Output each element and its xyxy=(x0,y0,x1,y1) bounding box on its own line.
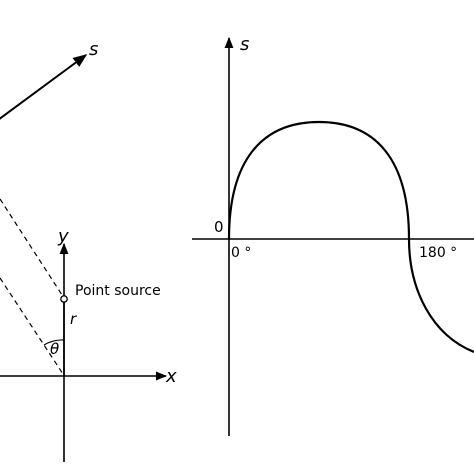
s-direction-arrow xyxy=(0,54,88,120)
theta-arc xyxy=(43,339,65,346)
point-source-label: Point source xyxy=(75,283,161,299)
y-axis-label: y xyxy=(57,226,69,247)
sinogram-curve xyxy=(227,120,474,354)
plot-origin-label: 0 xyxy=(214,218,224,236)
dashed-line-upper xyxy=(0,198,65,299)
right-plot: s 0 0 ° 180 ° xyxy=(192,34,474,436)
s-direction-label: s xyxy=(89,39,98,60)
x-axis-label: x xyxy=(165,366,177,387)
point-source-marker xyxy=(60,295,68,303)
theta-label: θ xyxy=(50,340,59,358)
r-label: r xyxy=(70,310,77,328)
tick-label-0: 0 ° xyxy=(231,245,251,261)
dashed-line-lower xyxy=(0,277,64,375)
plot-s-axis-label: s xyxy=(240,34,249,55)
left-figure: s x y Point source r θ xyxy=(0,39,177,462)
tick-label-180: 180 ° xyxy=(419,245,457,261)
